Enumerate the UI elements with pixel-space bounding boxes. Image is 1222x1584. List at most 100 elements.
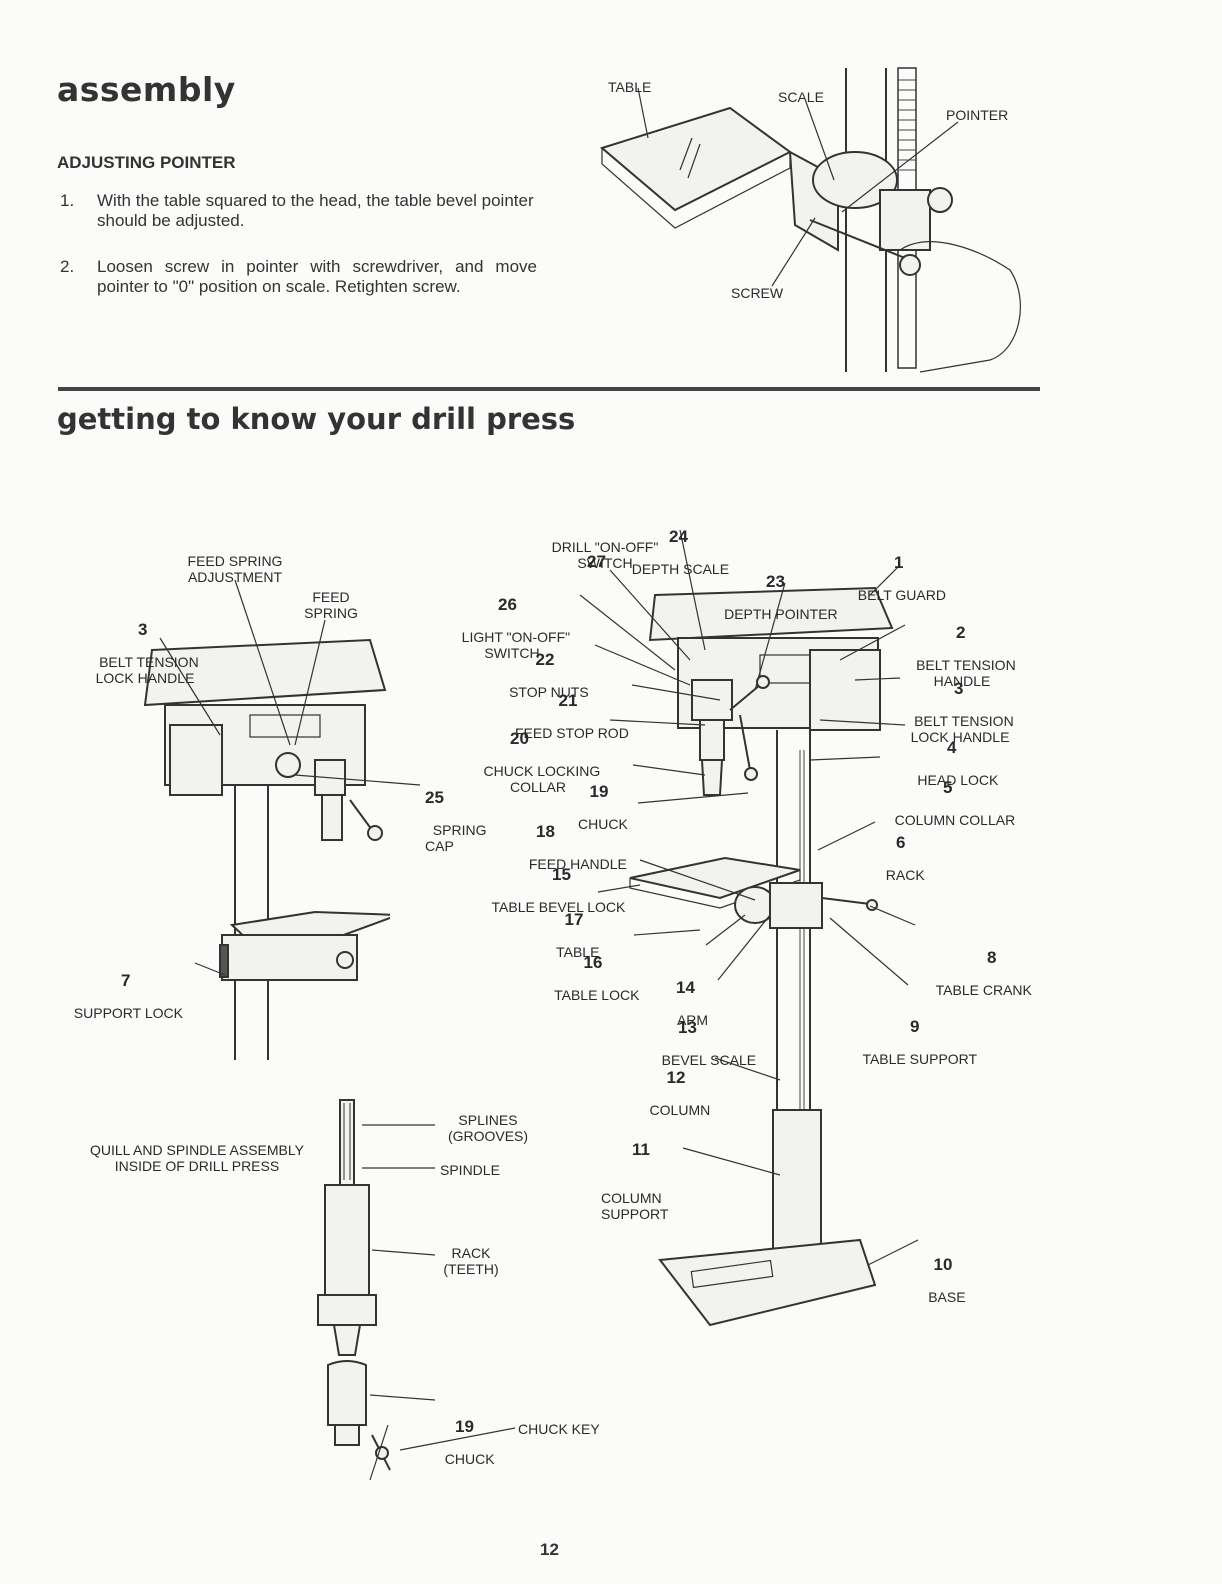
label-chuck-key: CHUCK KEY [518,1421,600,1437]
label-8-num: 8 [987,948,997,967]
label-27-num-wrap: 27 [587,521,606,586]
label-19-text: CHUCK [578,816,628,832]
adjusting-pointer-subheading: ADJUSTING POINTER [57,153,236,172]
fig-label-pointer: POINTER [946,107,1009,123]
label-10-text: BASE [928,1289,966,1305]
label-13-text: BEVEL SCALE [661,1052,757,1068]
label-23-depth-pointer: 23 DEPTH POINTER [710,541,844,622]
left-drill-press-illustration [143,638,390,1060]
label-26-light-switch: 26 LIGHT "ON-OFF" SWITCH [442,564,582,661]
label-16-num: 16 [583,953,603,972]
label-10-num: 10 [933,1255,953,1274]
label-1-belt-guard: 1 BELT GUARD [846,522,950,603]
label-21-feed-stop-rod: 21 FEED STOP ROD [502,660,634,741]
label-6-num: 6 [896,833,906,852]
fig-label-screw: SCREW [731,285,784,301]
label-18-num: 18 [536,822,555,841]
label-11-text: COLUMN SUPPORT [601,1190,669,1222]
label-4-num: 4 [947,738,957,757]
fig-label-table: TABLE [608,79,652,95]
label-4-text: HEAD LOCK [917,772,999,788]
label-feed-spring: FEED SPRING [304,589,358,621]
label-20-num: 20 [510,729,529,748]
label-15-text: TABLE BEVEL LOCK [491,899,626,915]
label-24-depth-scale: 24 DEPTH SCALE [624,496,729,577]
label-15-num: 15 [552,865,571,884]
label-23-text: DEPTH POINTER [724,606,838,622]
label-12-num: 12 [666,1068,686,1087]
main-drill-press-illustration [629,586,894,1327]
label-1-num: 1 [894,553,904,572]
label-support-lock-num: 7 [121,971,131,990]
label-2-text: BELT TENSION HANDLE [916,657,1016,689]
label-14-text: ARM [676,1012,709,1028]
label-24-num: 24 [669,527,688,546]
label-2-num: 2 [956,623,966,642]
label-1-text: BELT GUARD [857,587,946,603]
label-spring-cap-text: SPRING CAP [425,822,487,854]
label-spring-cap: 25 SPRING CAP [425,757,495,854]
label-11-column-support: 11 COLUMN SUPPORT [601,1109,681,1238]
label-rack-teeth: RACK (TEETH) [443,1245,499,1277]
label-spring-cap-num: 25 [425,788,444,807]
label-left-belt-tension-lock-num: 3 [138,620,148,639]
label-11-num: 11 [632,1140,650,1159]
label-support-lock-text: SUPPORT LOCK [73,1005,183,1021]
label-19-num: 19 [589,782,609,801]
label-24-text: DEPTH SCALE [631,561,730,577]
label-3-belt-tension-lock-handle: 3 BELT TENSION LOCK HANDLE [898,648,1022,745]
label-3-num: 3 [954,679,964,698]
label-20-text: CHUCK LOCKING COLLAR [483,763,601,795]
label-support-lock: 7 SUPPORT LOCK [66,940,196,1021]
label-18-text: FEED HANDLE [528,856,627,872]
label-26-text: LIGHT "ON-OFF" SWITCH [461,629,571,661]
label-16-text: TABLE LOCK [554,987,640,1003]
label-3-text: BELT TENSION LOCK HANDLE [910,713,1014,745]
label-feed-spring-adjustment: FEED SPRING ADJUSTMENT [187,553,283,585]
label-13-bevel-scale: 13 BEVEL SCALE [646,987,764,1068]
label-12-column: 12 COLUMN [638,1037,714,1118]
label-4-head-lock: 4 HEAD LOCK [905,707,1003,788]
label-17-text: TABLE [556,944,600,960]
section-heading: getting to know your drill press [57,402,576,436]
label-22-num: 22 [535,650,555,669]
step-1: 1. With the table squared to the head, t… [60,191,540,233]
label-22-text: STOP NUTS [509,684,589,700]
label-quill-chuck-num: 19 [455,1417,474,1436]
label-22-stop-nuts: 22 STOP NUTS [500,619,590,700]
fig-label-scale: SCALE [778,89,824,105]
step-2: 2. Loosen screw in pointer with screwdri… [60,257,540,321]
label-10-base: 10 BASE [918,1224,968,1305]
label-15-table-bevel-lock: 15 TABLE BEVEL LOCK [484,834,626,915]
label-19-chuck: 19 CHUCK [567,751,631,832]
label-12-text: COLUMN [649,1102,711,1118]
label-quill-chuck: 19 CHUCK [437,1386,497,1467]
label-27-num: 27 [587,552,606,571]
label-6-rack: 6 RACK [878,802,925,883]
label-21-num: 21 [558,691,578,710]
label-5-column-collar: 5 COLUMN COLLAR [877,747,1025,828]
label-14-num: 14 [676,978,695,997]
label-17-table: 17 TABLE [544,879,604,960]
section-divider [58,387,1040,391]
label-21-text: FEED STOP ROD [514,725,629,741]
label-splines: SPLINES (GROOVES) [447,1112,529,1144]
label-17-num: 17 [564,910,584,929]
label-left-belt-tension-lock: 3 BELT TENSION LOCK HANDLE [80,589,210,686]
label-left-belt-tension-lock-text: BELT TENSION LOCK HANDLE [95,654,199,686]
label-8-table-crank: 8 TABLE CRANK [921,917,1039,998]
label-5-num: 5 [943,778,953,797]
quill-spindle-illustration [317,1099,391,1481]
assembly-heading: assembly [57,70,236,109]
label-quill-title: QUILL AND SPINDLE ASSEMBLY INSIDE OF DRI… [90,1142,304,1174]
label-6-text: RACK [885,867,925,883]
label-27-drill-switch: DRILL "ON-OFF" SWITCH [551,539,659,571]
label-14-arm: 14 ARM [664,947,714,1028]
label-5-text: COLUMN COLLAR [894,812,1016,828]
pointer-adjustment-illustration [599,67,1021,373]
label-9-num: 9 [910,1017,920,1036]
step-1-number: 1. [60,191,75,210]
